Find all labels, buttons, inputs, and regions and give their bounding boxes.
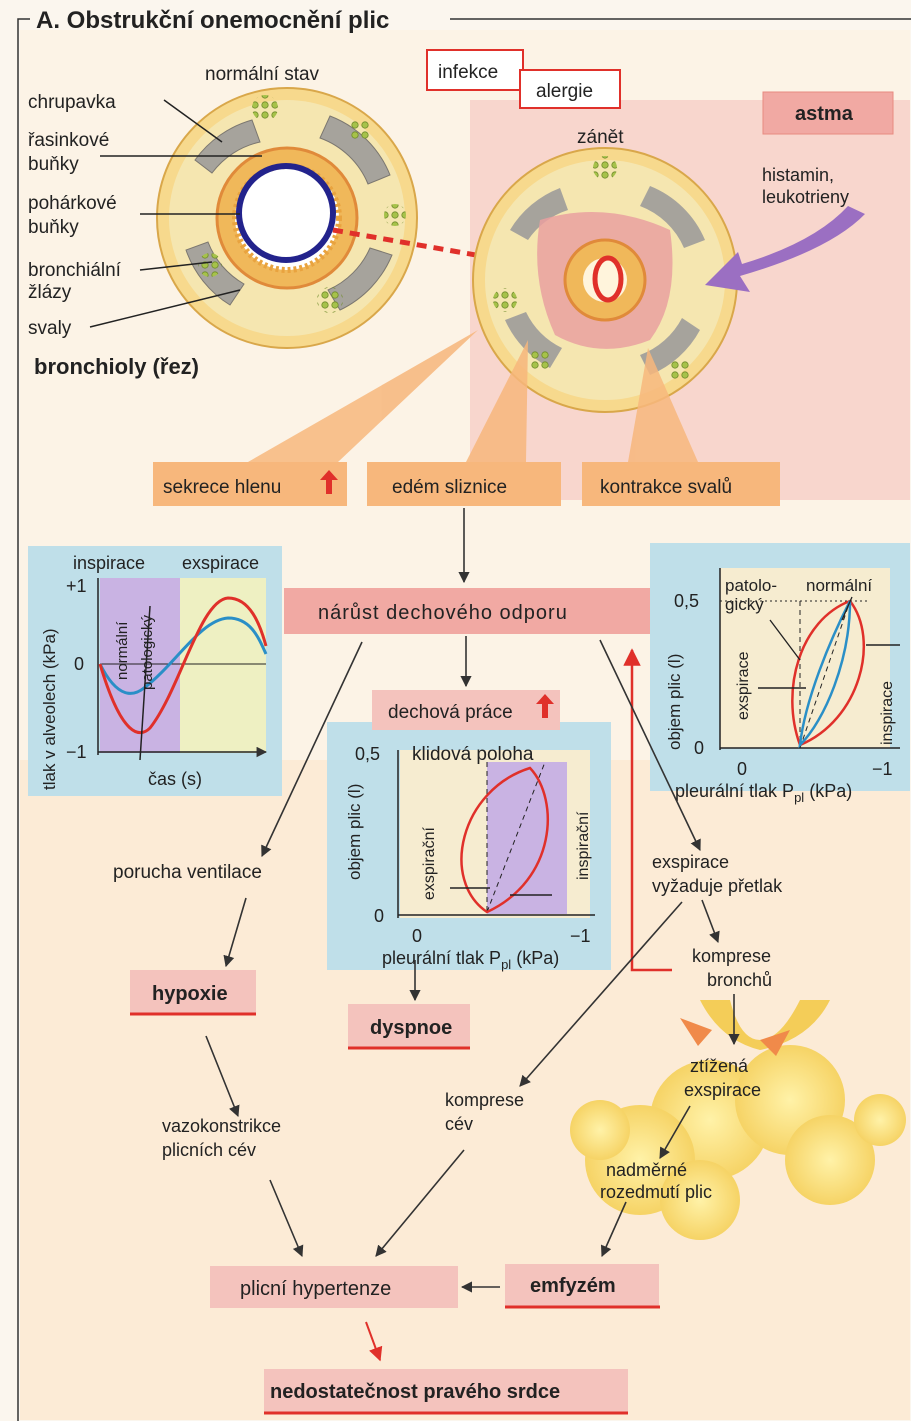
svg-text:normální: normální	[806, 576, 872, 595]
normal-state-label: normální stav	[205, 64, 320, 85]
heart-failure-box: nedostatečnost pravého srdce	[264, 1369, 628, 1413]
svg-text:sekrece hlenu: sekrece hlenu	[163, 477, 281, 498]
svg-text:−1: −1	[872, 759, 893, 779]
svg-text:exspirace: exspirace	[735, 651, 752, 720]
svg-text:infekce: infekce	[438, 62, 498, 83]
svg-text:+1: +1	[66, 576, 87, 596]
svg-text:gický: gický	[725, 595, 764, 614]
hypertension-box: plicní hypertenze	[210, 1266, 458, 1308]
emphysema-box: emfyzém	[505, 1264, 660, 1308]
svg-text:0: 0	[74, 654, 84, 674]
svg-text:0: 0	[374, 906, 384, 926]
svg-text:dechová práce: dechová práce	[388, 702, 513, 723]
svg-text:normální: normální	[114, 621, 131, 680]
svg-text:buňky: buňky	[28, 217, 79, 238]
asthma-box: astma	[763, 92, 893, 134]
svg-text:0: 0	[737, 759, 747, 779]
svg-text:0: 0	[412, 926, 422, 946]
alveolar-pressure-chart: inspirace exspirace +1 0 −1 tlak v alveo…	[28, 546, 282, 796]
pv-loop-chart-middle: 0,5 0 0 −1 klidová poloha objem plic (l)…	[327, 722, 611, 972]
dyspnea-box: dyspnoe	[348, 1004, 470, 1048]
svg-text:nárůst dechového odporu: nárůst dechového odporu	[318, 602, 568, 624]
svg-text:bronchiální: bronchiální	[28, 260, 122, 281]
svg-text:klidová poloha: klidová poloha	[412, 744, 534, 765]
work-box: dechová práce	[372, 690, 560, 730]
svg-text:0,5: 0,5	[674, 591, 699, 611]
svg-text:nedostatečnost pravého srdce: nedostatečnost pravého srdce	[270, 1381, 560, 1403]
svg-text:−1: −1	[570, 926, 591, 946]
edema-box: edém sliznice	[367, 462, 561, 506]
svg-text:chrupavka: chrupavka	[28, 92, 116, 113]
svg-text:exspirační: exspirační	[421, 827, 438, 900]
svg-text:0: 0	[694, 738, 704, 758]
ventilation-label: porucha ventilace	[113, 862, 262, 883]
svg-text:inspirace: inspirace	[879, 681, 896, 745]
svg-text:dyspnoe: dyspnoe	[370, 1017, 452, 1039]
svg-text:řasinkové: řasinkové	[28, 130, 109, 151]
svg-text:alergie: alergie	[536, 81, 593, 102]
svg-text:čas (s): čas (s)	[148, 769, 202, 789]
contraction-box: kontrakce svalů	[582, 462, 780, 506]
resistance-box: nárůst dechového odporu	[284, 588, 650, 634]
svg-text:kontrakce svalů: kontrakce svalů	[600, 477, 732, 498]
svg-text:inspirační: inspirační	[575, 811, 592, 880]
svg-text:inspirace: inspirace	[73, 553, 145, 573]
pv-loop-chart-right: 0,5 0 0 −1 patolo- gický normální objem …	[650, 543, 910, 805]
svg-text:edém sliznice: edém sliznice	[392, 477, 507, 498]
svg-text:objem plic (l): objem plic (l)	[665, 654, 684, 750]
inflammation-label: zánět	[577, 127, 624, 148]
svg-text:emfyzém: emfyzém	[530, 1275, 616, 1297]
svg-text:plicní hypertenze: plicní hypertenze	[240, 1278, 391, 1300]
svg-text:tlak v alveolech (kPa): tlak v alveolech (kPa)	[40, 628, 59, 790]
svg-text:patologický: patologický	[139, 614, 156, 690]
normal-bronchiole	[157, 88, 417, 348]
section-title: A. Obstrukční onemocnění plic	[36, 7, 389, 34]
svg-text:astma: astma	[795, 103, 854, 125]
svg-text:patolo-: patolo-	[725, 576, 777, 595]
svg-text:−1: −1	[66, 742, 87, 762]
svg-text:hypoxie: hypoxie	[152, 983, 228, 1005]
infection-box: infekce	[427, 50, 523, 90]
svg-text:buňky: buňky	[28, 154, 79, 175]
mucus-box: sekrece hlenu	[153, 462, 347, 506]
bronchioles-caption: bronchioly (řez)	[34, 354, 199, 379]
svg-text:0,5: 0,5	[355, 744, 380, 764]
svg-text:žlázy: žlázy	[28, 282, 72, 303]
svg-text:exspirace: exspirace	[182, 553, 259, 573]
svg-text:objem plic (l): objem plic (l)	[345, 784, 364, 880]
svg-text:pohárkové: pohárkové	[28, 193, 117, 214]
svg-text:svaly: svaly	[28, 318, 72, 339]
allergy-box: alergie	[520, 70, 620, 108]
hypoxia-box: hypoxie	[130, 970, 256, 1014]
